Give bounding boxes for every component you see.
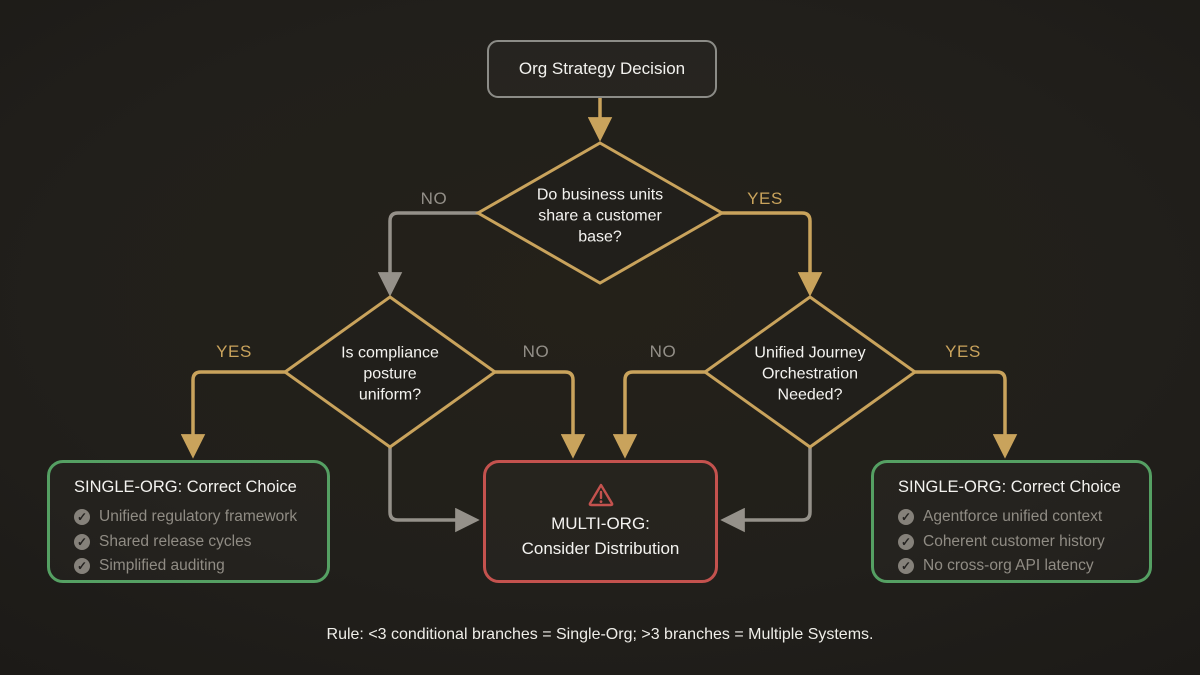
start-node-label: Org Strategy Decision — [518, 59, 686, 78]
edge-decision3-no-to-center-outcome — [612, 370, 705, 459]
check-icon: ✓ — [74, 509, 90, 525]
check-icon: ✓ — [898, 558, 914, 574]
edge-decision2-yes-to-left-outcome — [180, 370, 285, 459]
edge-decision1-no-to-decision2 — [377, 211, 478, 297]
decision2-yes-label: YES — [216, 342, 252, 361]
warning-icon — [588, 483, 613, 506]
check-icon: ✓ — [74, 558, 90, 574]
edge-decision2-bottom-to-center-outcome — [388, 447, 480, 533]
benefit-label: Unified regulatory framework — [99, 508, 298, 525]
edge-decision3-bottom-to-center-outcome — [720, 447, 812, 533]
decision1-no-label: NO — [420, 189, 448, 208]
check-icon: ✓ — [74, 533, 90, 550]
decision3-yes-label: YES — [945, 342, 981, 361]
list-item: ✓ Unified regulatory framework — [74, 508, 317, 526]
decision2-question: Is compliance posture uniform? — [341, 344, 439, 404]
check-icon: ✓ — [898, 509, 914, 525]
list-item: ✓ Agentforce unified context — [898, 508, 1139, 526]
decision1-yes-label: YES — [747, 189, 783, 208]
outcome-left-title: SINGLE-ORG: Correct Choice — [74, 478, 297, 496]
start-node: Org Strategy Decision — [487, 40, 717, 98]
outcome-single-org-left: SINGLE-ORG: Correct Choice ✓ Unified reg… — [47, 460, 330, 583]
decision-diamond-compliance-posture — [282, 295, 498, 449]
outcome-right-title: SINGLE-ORG: Correct Choice — [898, 478, 1121, 496]
outcome-center-line2: Consider Distribution — [521, 539, 680, 558]
decision-diamond-shared-customer-base — [474, 141, 726, 285]
edge-decision1-yes-to-decision3 — [722, 211, 823, 297]
decision3-no-label: NO — [649, 342, 677, 361]
outcome-single-org-right: SINGLE-ORG: Correct Choice ✓ Agentforce … — [871, 460, 1152, 583]
check-icon: ✓ — [898, 533, 914, 550]
benefit-label: Agentforce unified context — [923, 508, 1103, 525]
list-item: ✓ Coherent customer history — [898, 533, 1139, 551]
benefit-label: Coherent customer history — [923, 532, 1105, 550]
list-item: ✓ Shared release cycles — [74, 533, 317, 551]
decision-diamond-journey-orchestration — [702, 295, 918, 449]
outcome-multi-org: MULTI-ORG: Consider Distribution — [483, 460, 718, 583]
decision2-no-label: NO — [522, 342, 550, 361]
rule-text: Rule: <3 conditional branches = Single-O… — [326, 626, 874, 643]
benefit-label: Simplified auditing — [99, 557, 225, 574]
list-item: ✓ No cross-org API latency — [898, 557, 1139, 575]
outcome-center-line1: MULTI-ORG: — [551, 513, 650, 533]
benefit-label: No cross-org API latency — [923, 557, 1094, 574]
decision3-question: Unified Journey Orchestration Needed? — [754, 344, 866, 404]
edge-decision2-no-to-center-outcome — [495, 370, 586, 459]
list-item: ✓ Simplified auditing — [74, 557, 317, 575]
benefit-label: Shared release cycles — [99, 532, 252, 550]
edge-decision3-yes-to-right-outcome — [915, 370, 1018, 459]
decision1-question: Do business units share a customer base? — [536, 186, 664, 246]
